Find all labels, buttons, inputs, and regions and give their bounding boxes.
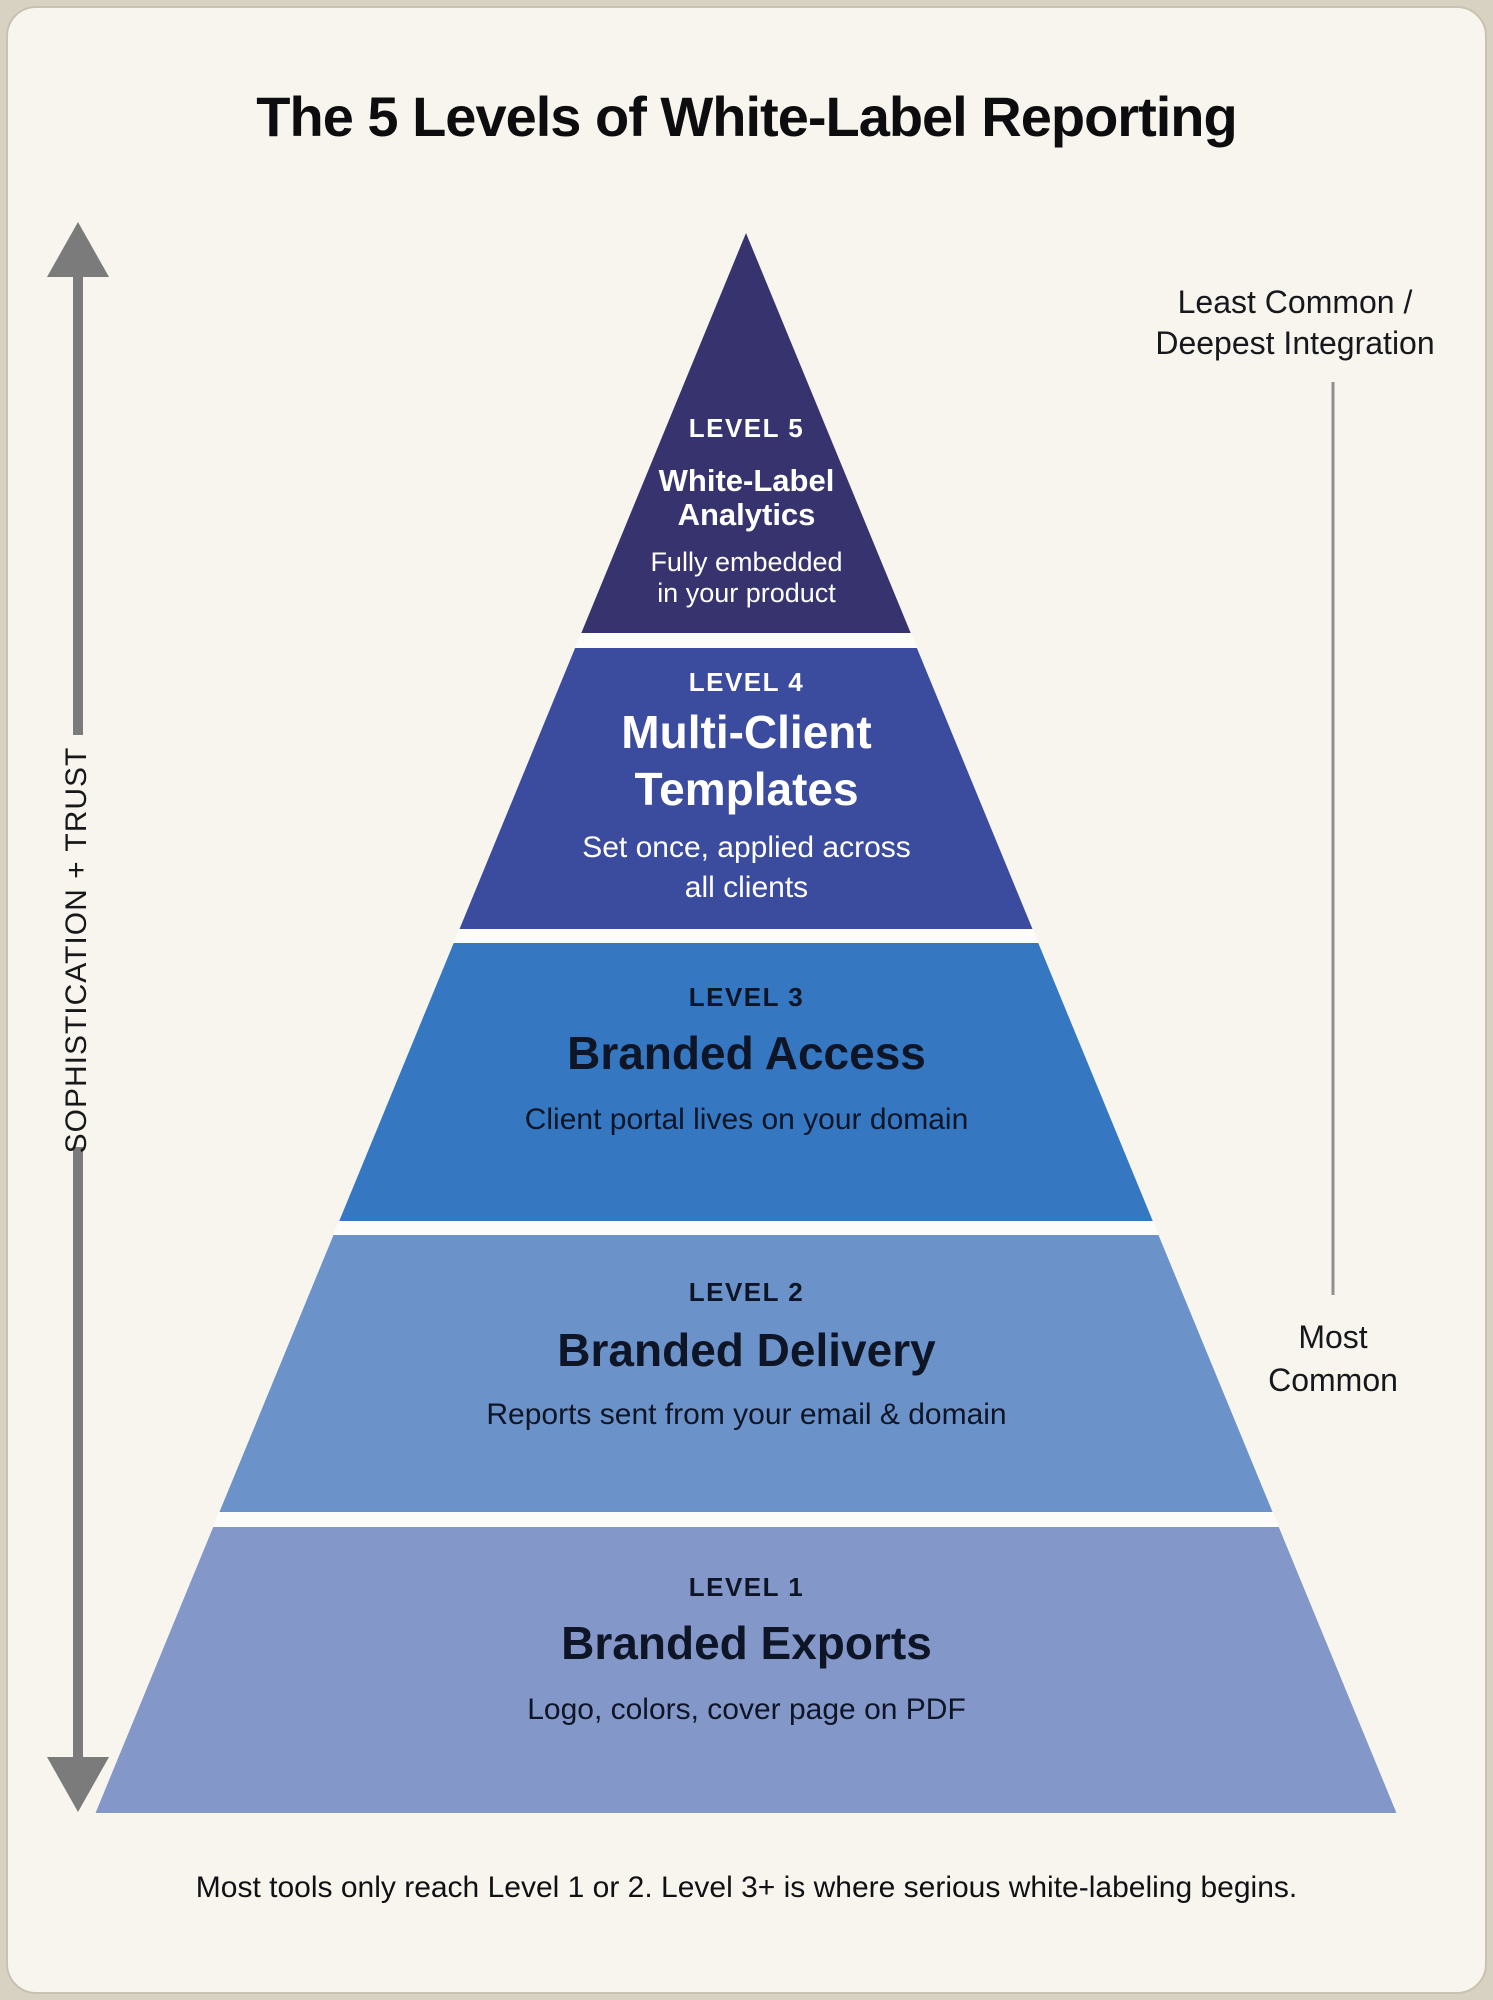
level-4-subtitle: Set once, applied across all clients: [582, 831, 911, 904]
level-1-subtitle: Logo, colors, cover page on PDF: [527, 1693, 966, 1726]
up-arrowhead-icon: [47, 222, 109, 277]
arrow-shaft-lower: [73, 1147, 83, 1765]
level-2-tag: LEVEL 2: [688, 1277, 805, 1307]
level-3-tag: LEVEL 3: [688, 982, 805, 1012]
pyramid-band-level-1: [95, 1527, 1397, 1813]
pyramid-band-level-2: [219, 1235, 1273, 1512]
down-arrowhead-icon: [47, 1757, 109, 1812]
level-1-title: Branded Exports: [561, 1617, 932, 1669]
footer-note: Most tools only reach Level 1 or 2. Leve…: [195, 1871, 1298, 1904]
level-3-subtitle: Client portal lives on your domain: [524, 1103, 969, 1136]
level-4-title: Multi-Client Templates: [621, 706, 872, 815]
annotation-most-common: Most Common: [1268, 1319, 1398, 1398]
level-1-tag: LEVEL 1: [688, 1572, 805, 1602]
level-5-subtitle: Fully embedded in your product: [650, 547, 843, 608]
page-title: The 5 Levels of White-Label Reporting: [256, 85, 1237, 148]
level-5-title: White-Label Analytics: [658, 463, 835, 532]
pyramid-band-level-4: [459, 648, 1033, 929]
annotation-least-common: Least Common / Deepest Integration: [1155, 284, 1435, 361]
arrow-shaft-upper: [73, 272, 83, 735]
pyramid-band-level-5: [581, 233, 911, 633]
level-4-tag: LEVEL 4: [688, 667, 805, 697]
level-5-tag: LEVEL 5: [688, 413, 805, 443]
pyramid-band-level-3: [339, 943, 1153, 1221]
level-2-title: Branded Delivery: [557, 1324, 936, 1376]
level-3-title: Branded Access: [567, 1027, 926, 1079]
level-2-subtitle: Reports sent from your email & domain: [486, 1398, 1007, 1431]
